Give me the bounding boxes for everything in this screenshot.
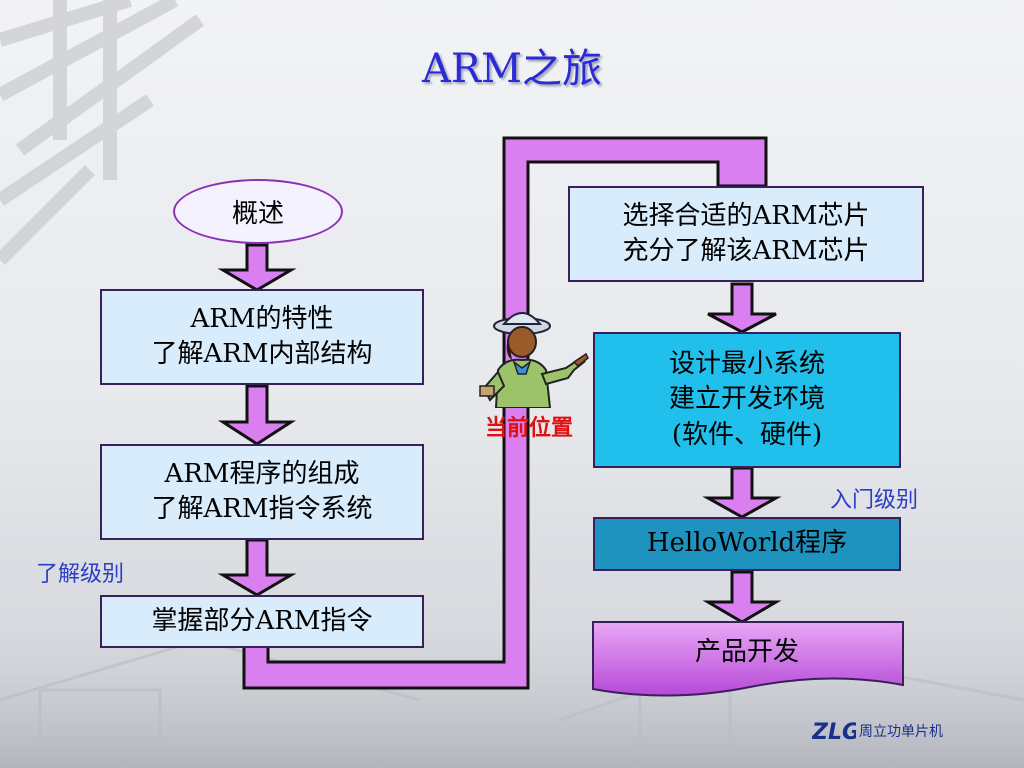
node-overview: 概述 bbox=[173, 179, 343, 244]
arrow-down-1 bbox=[217, 243, 297, 292]
label-current-position: 当前位置 bbox=[485, 415, 574, 441]
zlg-logo-icon: ZLG bbox=[812, 720, 856, 745]
arrow-down-2 bbox=[217, 384, 297, 446]
node-choose-chip: 选择合适的ARM芯片 充分了解该ARM芯片 bbox=[568, 186, 924, 282]
node-design-system: 设计最小系统 建立开发环境 (软件、硬件) bbox=[593, 332, 901, 468]
logo-mark: ZLG bbox=[812, 720, 856, 745]
node-product-dev: 产品开发 bbox=[694, 637, 799, 668]
logo-text: 周立功单片机 bbox=[859, 724, 943, 740]
arrow-down-3 bbox=[217, 538, 297, 597]
label-understand-level: 了解级别 bbox=[36, 562, 125, 587]
node-arm-features: ARM的特性 了解ARM内部结构 bbox=[100, 289, 424, 385]
node-arm-program: ARM程序的组成 了解ARM指令系统 bbox=[100, 444, 424, 540]
node-master-instructions: 掌握部分ARM指令 bbox=[100, 595, 424, 648]
company-logo: ZLG 周立功单片机 bbox=[812, 716, 943, 746]
arrow-down-6 bbox=[702, 570, 782, 624]
page-title: ARM之旅 bbox=[422, 46, 602, 92]
label-entry-level: 入门级别 bbox=[830, 488, 919, 513]
arrow-down-4 bbox=[707, 282, 777, 334]
node-product-dev-shape bbox=[592, 621, 904, 697]
pointing-person-icon bbox=[479, 312, 589, 408]
arrow-down-5 bbox=[702, 466, 782, 519]
node-hello-world: HelloWorld程序 bbox=[593, 517, 901, 571]
